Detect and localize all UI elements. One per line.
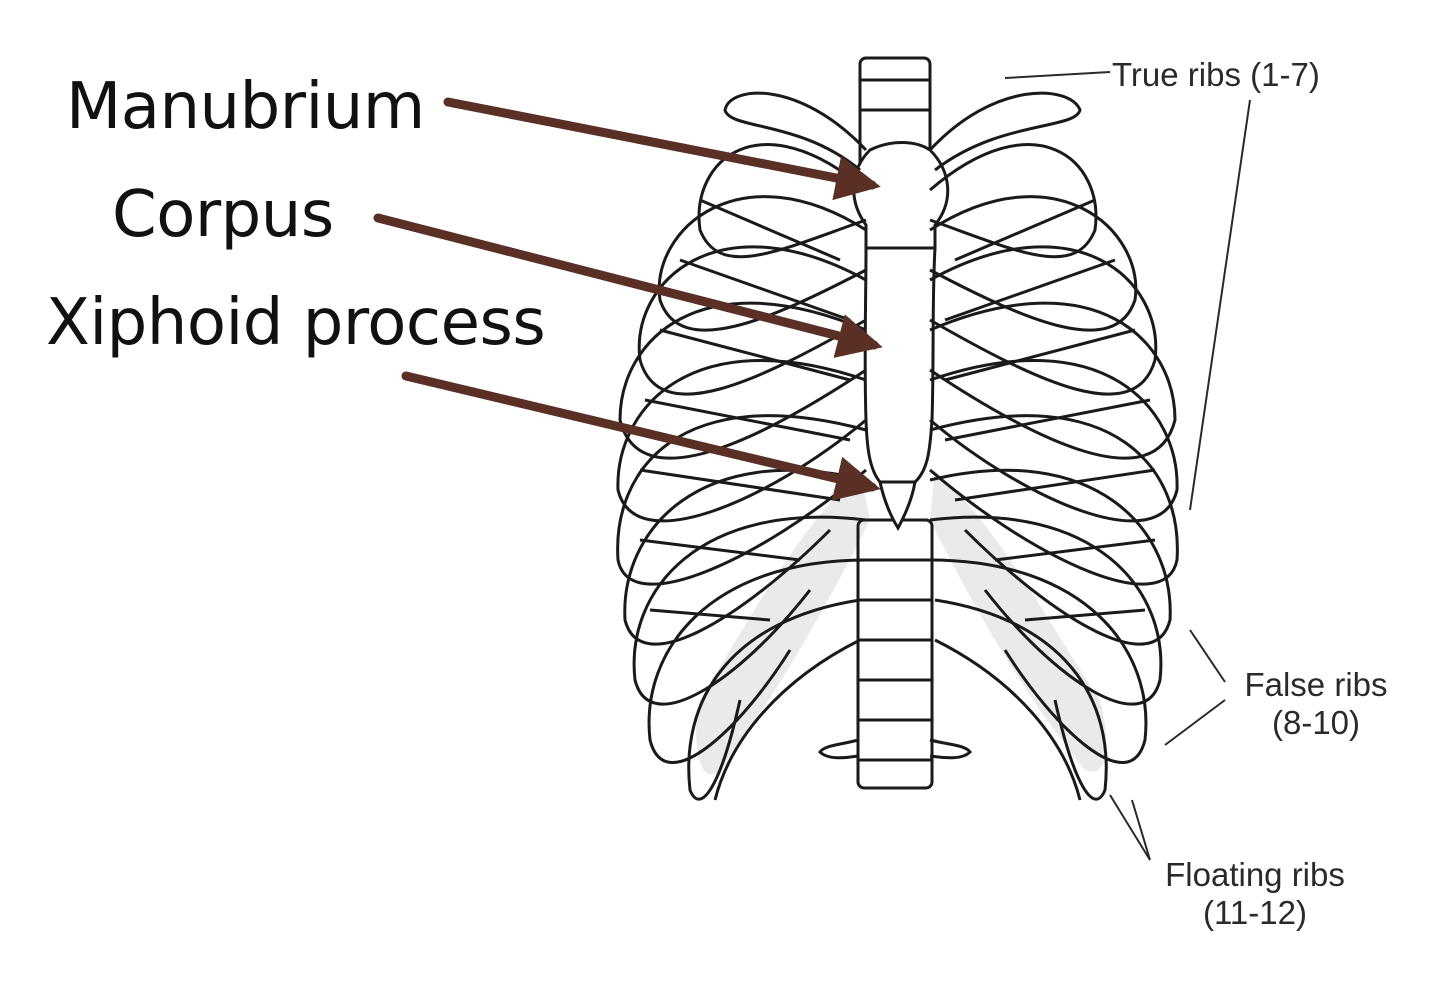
leader-lines <box>1004 71 1251 861</box>
corpus-label: Corpus <box>112 178 334 252</box>
false-ribs-leader-upper <box>1189 629 1226 683</box>
corpus-shape <box>863 246 937 484</box>
manubrium-arrow <box>443 97 881 201</box>
manubrium-label: Manubrium <box>66 70 425 144</box>
floating-ribs-leader-lower <box>1131 799 1151 861</box>
corpus-arrow <box>373 213 883 358</box>
floating-ribs-label-line1: Floating ribs <box>1165 856 1345 893</box>
manubrium-shape <box>852 141 950 250</box>
floating-ribs-label: Floating ribs (11-12) <box>1150 856 1360 932</box>
floating-ribs-label-line2: (11-12) <box>1203 894 1307 931</box>
floating-ribs-leader-upper <box>1109 794 1151 861</box>
arrows <box>373 97 883 501</box>
false-ribs-label: False ribs (8-10) <box>1228 666 1404 742</box>
false-ribs-label-line1: False ribs <box>1244 666 1388 703</box>
false-ribs-label-line2: (8-10) <box>1271 704 1361 741</box>
true-ribs-leader-right <box>1189 99 1251 511</box>
xiphoid-process-label: Xiphoid process <box>46 286 546 360</box>
right-ribs <box>928 91 1179 801</box>
true-ribs-leader-top <box>1004 71 1111 79</box>
left-ribs <box>616 91 868 801</box>
xiphoid-arrow <box>401 371 881 501</box>
true-ribs-label: True ribs (1-7) <box>1112 56 1320 93</box>
xiphoid-shape <box>878 480 917 532</box>
false-ribs-leader-lower <box>1164 699 1226 746</box>
sternum <box>852 141 950 532</box>
